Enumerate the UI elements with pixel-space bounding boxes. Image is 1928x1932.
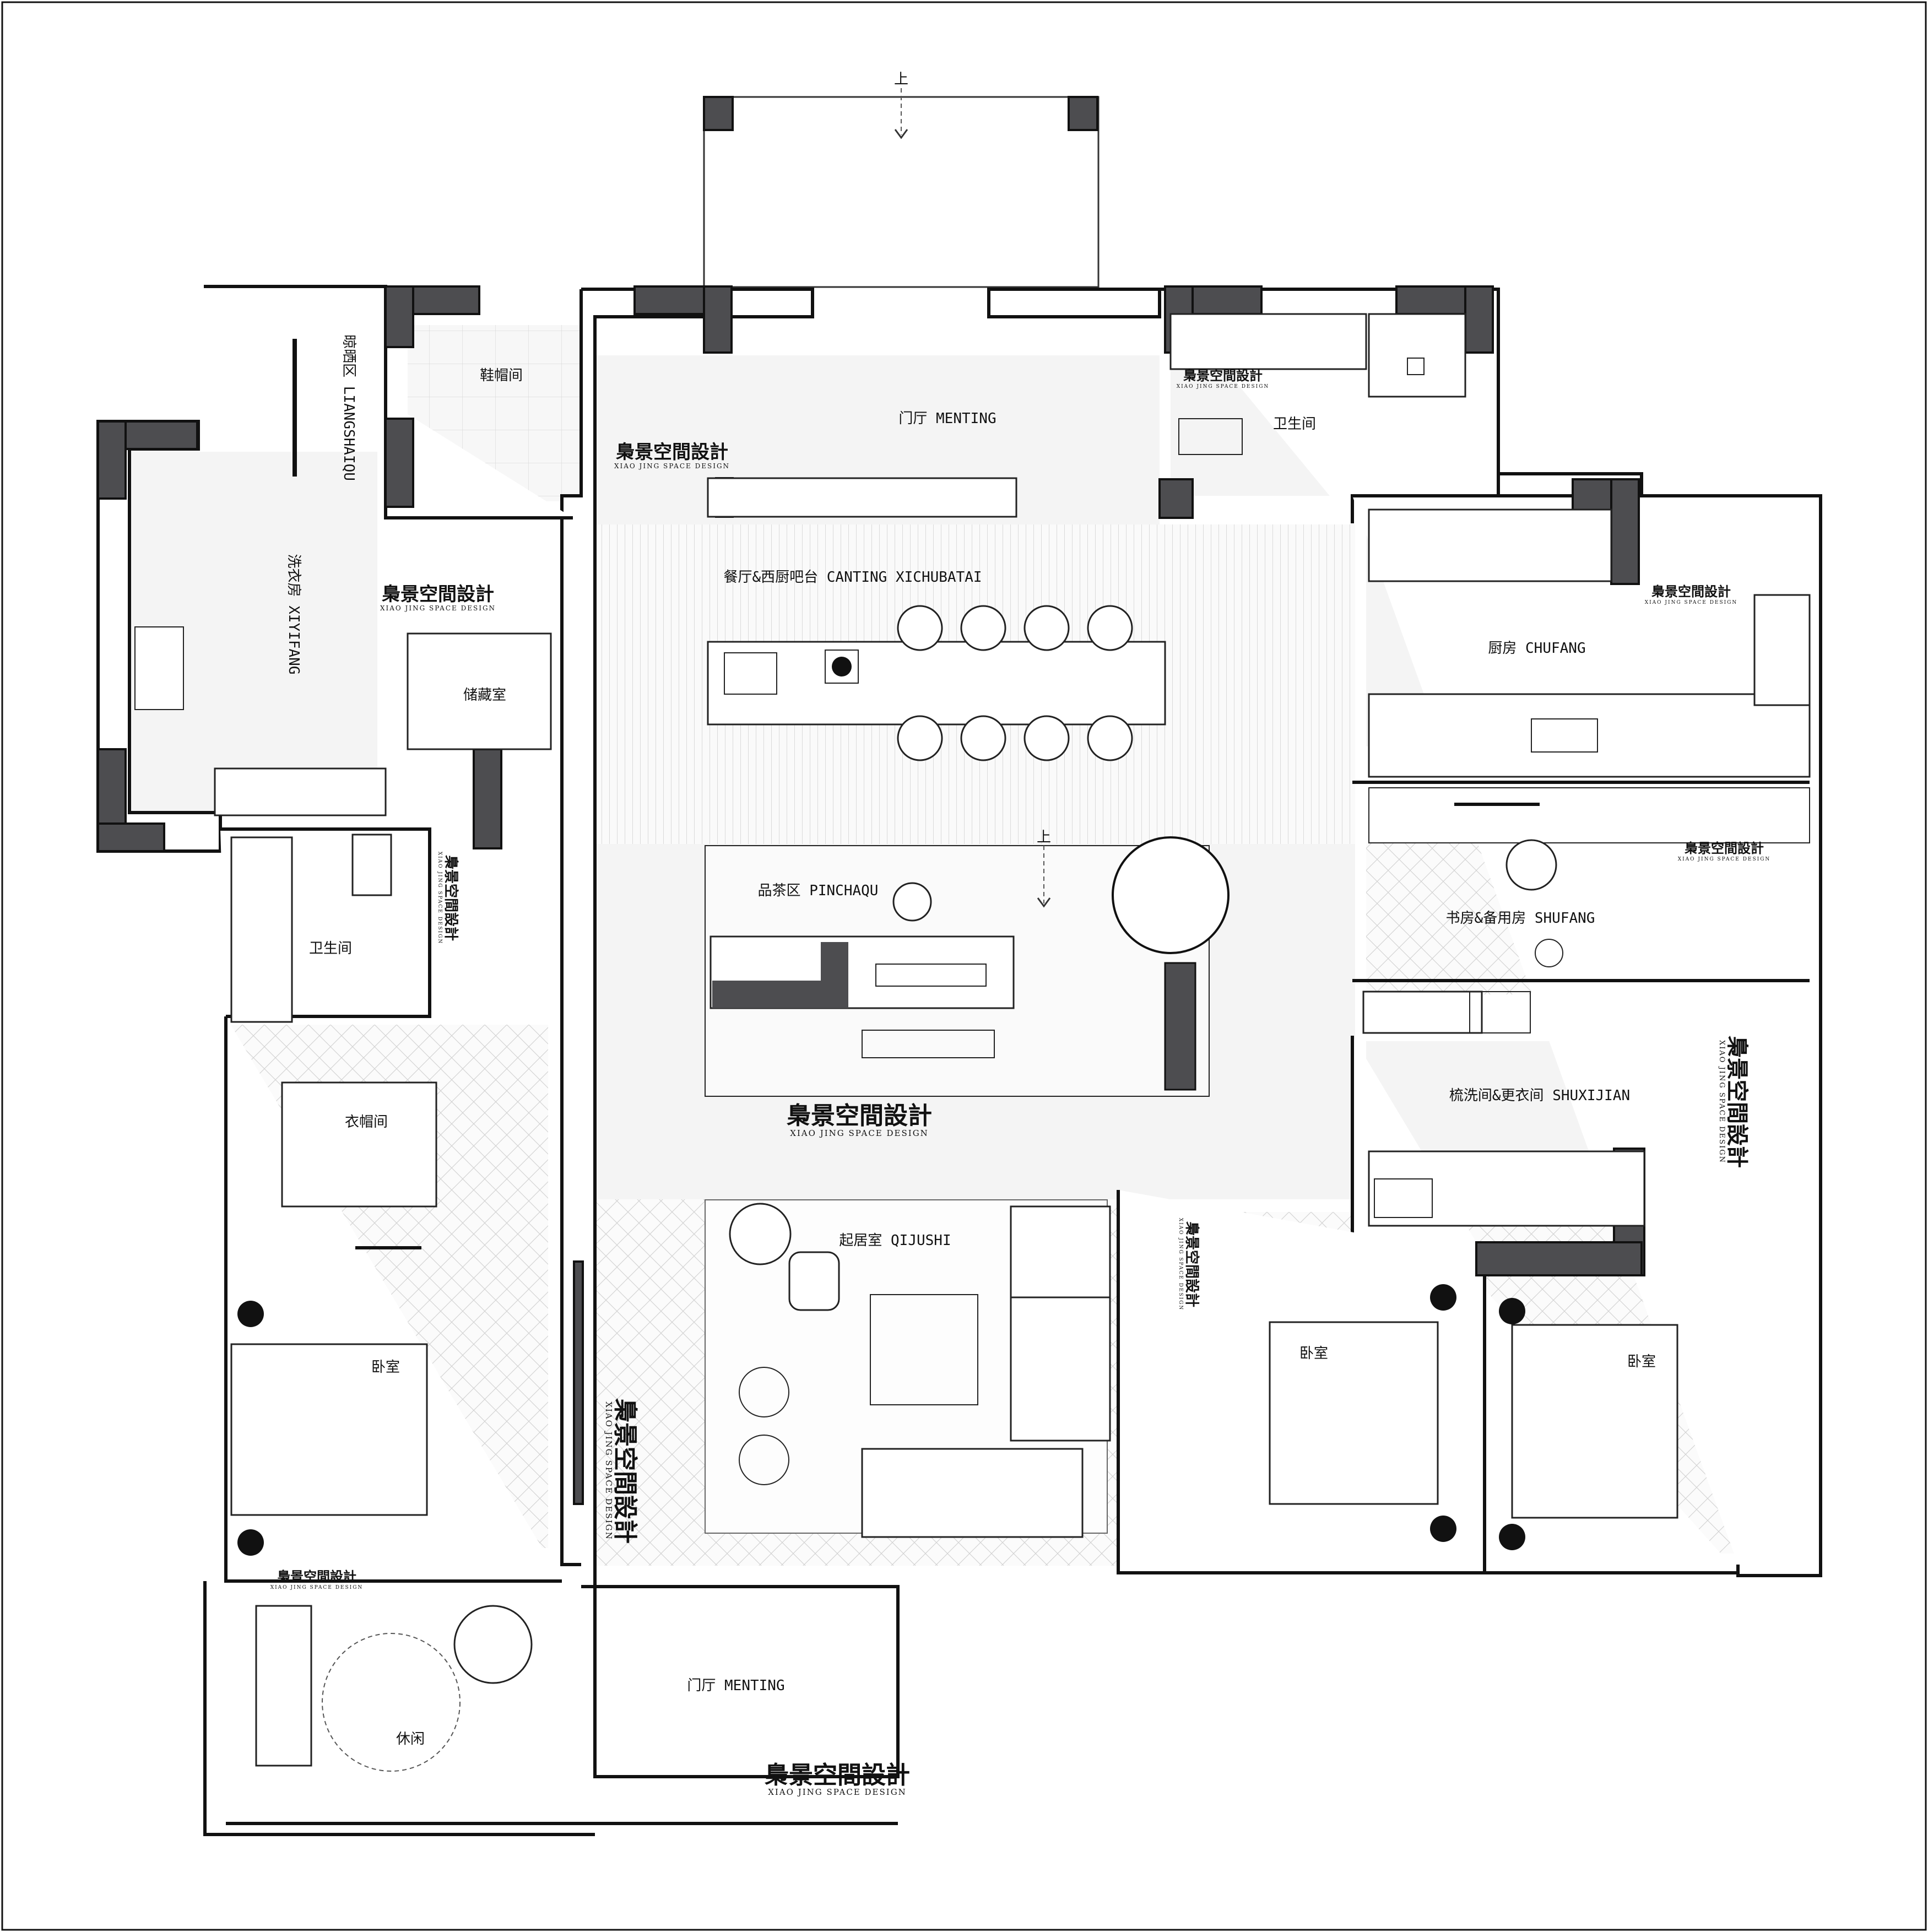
label-entrance-bottom: 门厅 MENTING bbox=[687, 1677, 784, 1694]
brand-mark-12: 梟景空間設計 XIAO JING SPACE DESIGN bbox=[1178, 1218, 1200, 1311]
svg-text:梟景空間設計: 梟景空間設計 bbox=[615, 441, 728, 463]
dressing-room bbox=[1368, 1150, 1645, 1227]
brand-watermarks: 梟景空間設計 XIAO JING SPACE DESIGN 梟景空間設計 XIA… bbox=[270, 367, 1771, 1797]
label-drying: 晾晒区 LIANGSHAIQU bbox=[340, 334, 357, 481]
tea-platform bbox=[705, 836, 1230, 1097]
label-bedroom-mid: 卧室 bbox=[1299, 1345, 1328, 1362]
study-furniture bbox=[1362, 787, 1810, 1034]
kitchen-counters bbox=[1368, 508, 1811, 778]
svg-text:XIAO JING SPACE DESIGN: XIAO JING SPACE DESIGN bbox=[1645, 600, 1738, 605]
living-furniture bbox=[705, 1199, 1111, 1538]
brand-mark-5: 梟景空間設計 XIAO JING SPACE DESIGN bbox=[1177, 367, 1270, 389]
svg-text:XIAO JING SPACE DESIGN: XIAO JING SPACE DESIGN bbox=[1718, 1040, 1726, 1163]
svg-text:XIAO JING SPACE DESIGN: XIAO JING SPACE DESIGN bbox=[604, 1401, 614, 1540]
svg-text:梟景空間設計: 梟景空間設計 bbox=[442, 854, 459, 941]
label-kitchen: 厨房 CHUFANG bbox=[1488, 640, 1585, 657]
label-shoe-room: 鞋帽间 bbox=[480, 367, 523, 384]
label-leisure: 休闲 bbox=[396, 1731, 425, 1747]
svg-text:XIAO JING SPACE DESIGN: XIAO JING SPACE DESIGN bbox=[614, 462, 730, 470]
entrance-cabinet bbox=[707, 477, 1017, 518]
left-rooms bbox=[134, 339, 552, 1249]
label-entrance-top: 门厅 MENTING bbox=[898, 410, 996, 427]
brand-mark-2: 梟景空間設計 XIAO JING SPACE DESIGN bbox=[380, 583, 496, 612]
svg-text:XIAO JING SPACE DESIGN: XIAO JING SPACE DESIGN bbox=[1678, 857, 1771, 862]
svg-text:梟景空間設計: 梟景空間設計 bbox=[1651, 583, 1731, 599]
svg-text:梟景空間設計: 梟景空間設計 bbox=[1183, 367, 1263, 383]
brand-mark-6: 梟景空間設計 XIAO JING SPACE DESIGN bbox=[1645, 583, 1738, 605]
brand-mark-9: 梟景空間設計 XIAO JING SPACE DESIGN bbox=[604, 1398, 639, 1544]
brand-mark-1: 梟景空間設計 XIAO JING SPACE DESIGN bbox=[614, 441, 730, 470]
leisure-furniture bbox=[255, 1605, 533, 1772]
brand-mark-8: 梟景空間設計 XIAO JING SPACE DESIGN bbox=[270, 1568, 364, 1590]
svg-text:XIAO JING SPACE DESIGN: XIAO JING SPACE DESIGN bbox=[790, 1128, 929, 1138]
label-bath-top: 卫生间 bbox=[1273, 416, 1316, 432]
label-tea: 品茶区 PINCHAQU bbox=[758, 883, 879, 899]
brand-mark-11: 梟景空間設計 XIAO JING SPACE DESIGN bbox=[437, 852, 459, 945]
up-marker-center: 上 bbox=[1037, 829, 1051, 846]
label-study: 书房&备用房 SHUFANG bbox=[1446, 910, 1595, 927]
room-labels: 门厅 MENTING 餐厅&西厨吧台 CANTING XICHUBATAI 品茶… bbox=[285, 71, 1656, 1747]
svg-text:梟景空間設計: 梟景空間設計 bbox=[786, 1102, 932, 1130]
svg-text:梟景空間設計: 梟景空間設計 bbox=[1183, 1221, 1200, 1307]
label-dining: 餐厅&西厨吧台 CANTING XICHUBATAI bbox=[723, 569, 982, 586]
svg-text:XIAO JING SPACE DESIGN: XIAO JING SPACE DESIGN bbox=[270, 1585, 364, 1590]
brand-mark-7: 梟景空間設計 XIAO JING SPACE DESIGN bbox=[1678, 840, 1771, 862]
svg-text:梟景空間設計: 梟景空間設計 bbox=[1684, 840, 1764, 856]
bathroom-top bbox=[1169, 313, 1466, 455]
svg-text:XIAO JING SPACE DESIGN: XIAO JING SPACE DESIGN bbox=[380, 604, 496, 612]
label-cloak: 衣帽间 bbox=[345, 1114, 388, 1130]
label-laundry: 洗衣房 XIYIFANG bbox=[285, 554, 302, 675]
dining-island bbox=[707, 641, 1166, 726]
bar-stools-top bbox=[897, 605, 1133, 761]
brand-mark-3: 梟景空間設計 XIAO JING SPACE DESIGN bbox=[786, 1102, 932, 1138]
svg-text:XIAO JING SPACE DESIGN: XIAO JING SPACE DESIGN bbox=[437, 852, 442, 945]
label-bedroom-left: 卧室 bbox=[371, 1359, 400, 1376]
brand-mark-4: 梟景空間設計 XIAO JING SPACE DESIGN bbox=[764, 1761, 910, 1797]
svg-text:XIAO JING SPACE DESIGN: XIAO JING SPACE DESIGN bbox=[768, 1787, 907, 1797]
svg-text:梟景空間設計: 梟景空間設計 bbox=[1724, 1035, 1750, 1168]
svg-text:梟景空間設計: 梟景空間設計 bbox=[764, 1761, 910, 1789]
svg-text:XIAO JING SPACE DESIGN: XIAO JING SPACE DESIGN bbox=[1178, 1218, 1183, 1311]
porch bbox=[703, 88, 1100, 288]
beds bbox=[230, 1284, 1678, 1556]
up-marker-top: 上 bbox=[894, 71, 908, 88]
label-dressing: 梳洗间&更衣间 SHUXIJIAN bbox=[1449, 1087, 1630, 1104]
label-bedroom-right: 卧室 bbox=[1627, 1354, 1656, 1370]
svg-text:梟景空間設計: 梟景空間設計 bbox=[381, 583, 494, 605]
label-bath-left: 卫生间 bbox=[309, 940, 352, 957]
columns bbox=[97, 285, 1645, 1505]
label-living: 起居室 QIJUSHI bbox=[839, 1232, 951, 1249]
label-storage: 储藏室 bbox=[463, 687, 506, 703]
svg-text:梟景空間設計: 梟景空間設計 bbox=[277, 1568, 356, 1584]
svg-text:梟景空間設計: 梟景空間設計 bbox=[611, 1398, 639, 1544]
svg-text:XIAO JING SPACE DESIGN: XIAO JING SPACE DESIGN bbox=[1177, 384, 1270, 389]
brand-mark-10: 梟景空間設計 XIAO JING SPACE DESIGN bbox=[1718, 1035, 1750, 1168]
